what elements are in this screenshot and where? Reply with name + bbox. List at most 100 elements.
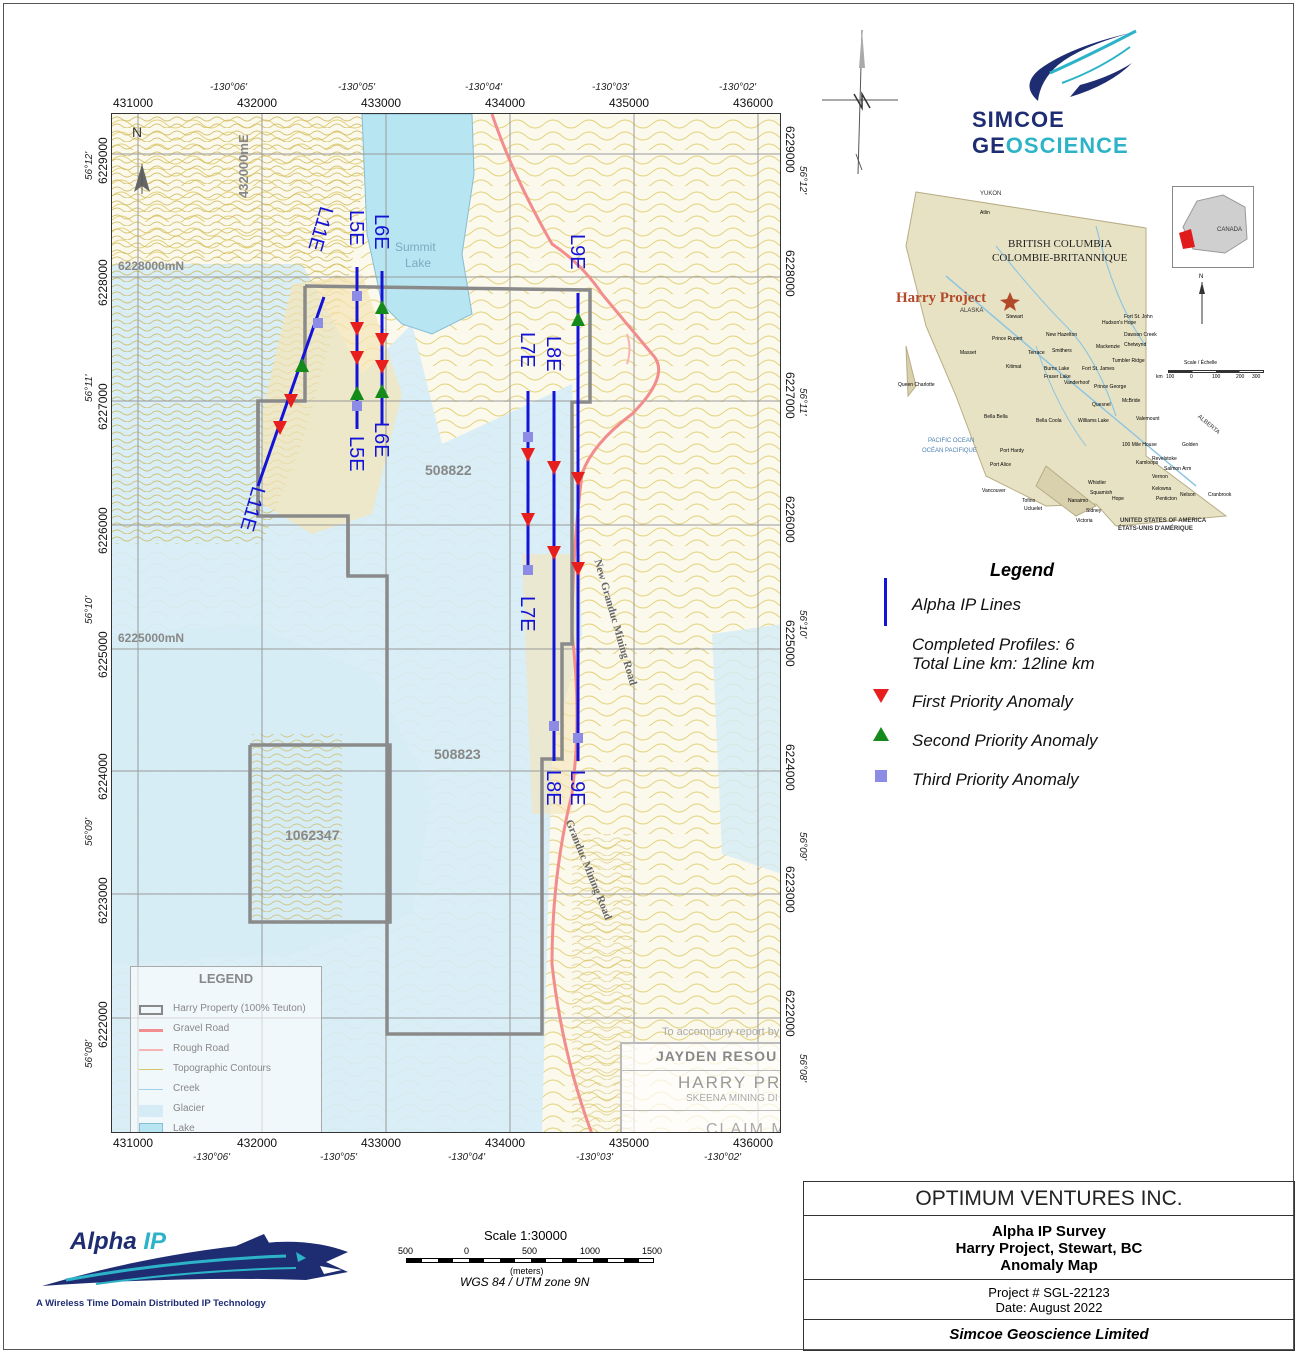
town-label: Prince George: [1094, 384, 1127, 390]
legend-text: Harry Property (100% Teuton): [173, 1003, 306, 1014]
legend-text: Rough Road: [173, 1043, 230, 1054]
company-name: SIMCOE GEOSCIENCE: [972, 107, 1129, 158]
town-label: Chetwynd: [1124, 342, 1147, 348]
scale-tick: 1500: [642, 1246, 663, 1256]
town-label: Cranbrook: [1208, 492, 1232, 498]
town-label: Stewart: [1006, 314, 1023, 320]
project-info: Project # SGL-22123 Date: August 2022: [804, 1280, 1294, 1320]
legend-swatch-glacier: [139, 1105, 163, 1117]
inset-scale-tick: 200: [1236, 374, 1245, 380]
latitude-label: 56°10': [84, 595, 95, 624]
faded-text: HARRY PR: [678, 1073, 781, 1092]
latitude-label: 56°12': [797, 166, 808, 195]
scale-tick: 1000: [580, 1246, 601, 1256]
line-label-l6e-bottom: L6E: [370, 422, 392, 458]
easting-label: 433000: [361, 96, 402, 110]
first-priority-icon: [873, 689, 889, 703]
scale-tick: 500: [398, 1246, 414, 1256]
town-label: McBride: [1122, 398, 1141, 404]
legend-swatch-property: [139, 1005, 163, 1015]
main-map[interactable]: N 432000mE 6228000mN 6225000mN Summit La…: [111, 113, 781, 1133]
northing-label: 6226000: [783, 496, 797, 543]
legend-swatch-creek: [139, 1089, 163, 1090]
scale-tick: 500: [522, 1246, 538, 1256]
canada-inset-canvas: [1179, 194, 1248, 254]
longitude-label: -130°05': [320, 1152, 358, 1163]
line-label-l9e-top: L9E: [566, 234, 588, 270]
legend-line-label: Alpha IP Lines: [912, 595, 1021, 614]
scale-block: Scale 1:30000 500 0 500 1000 1500 (meter…: [398, 1226, 668, 1296]
slope-area: [262, 274, 402, 534]
longitude-label: -130°04': [465, 82, 503, 93]
town-label: 100 Mile House: [1122, 442, 1157, 448]
survey-title-line: Harry Project, Stewart, BC: [955, 1240, 1143, 1257]
northing-label: 6223000: [783, 866, 797, 913]
easting-label: 435000: [609, 96, 650, 110]
scale-bar: [406, 1258, 654, 1263]
easting-label: 436000: [733, 1136, 774, 1150]
town-label: Valemount: [1136, 416, 1160, 422]
latitude-label: 56°08': [84, 1039, 95, 1068]
town-label: Nelson: [1180, 492, 1196, 498]
scale-unit: (meters): [510, 1266, 544, 1276]
inset-north-arrow-icon: [1199, 282, 1205, 324]
legend-text: Glacier: [173, 1103, 205, 1114]
line-label-l5e-bottom: L5E: [345, 436, 367, 472]
town-label: Whistler: [1088, 480, 1107, 486]
location-map: Harry Project BRITISH COLUMBIA COLOMBIE-…: [896, 186, 1264, 536]
ip-line-l11e: [256, 296, 326, 487]
town-label: Prince Rupert: [992, 336, 1023, 342]
town-label: Victoria: [1076, 518, 1093, 524]
northing-label: 6228000: [96, 259, 110, 306]
northing-label: 6229000: [96, 137, 110, 184]
town-label: Kitimat: [1006, 364, 1022, 370]
inset-legend-title: LEGEND: [198, 971, 254, 986]
line-label-l7e-top: L7E: [516, 332, 538, 368]
lake-label-2: Lake: [405, 256, 432, 270]
simcoe-swoosh-icon: [1029, 29, 1137, 101]
inset-scale-unit: km: [1156, 374, 1163, 380]
legend-text: Gravel Road: [173, 1023, 230, 1034]
gravel-road: [490, 114, 661, 1132]
longitude-label: -130°05': [338, 82, 376, 93]
line-label-l8e-top: L8E: [542, 336, 564, 372]
longitude-label: -130°02': [704, 1152, 742, 1163]
northing-label: 6226000: [96, 507, 110, 554]
main-legend: Legend Alpha IP Lines Completed Profiles…: [873, 560, 1180, 800]
town-label: Sidney: [1086, 508, 1102, 514]
town-label: Nanaimo: [1068, 498, 1089, 504]
town-label: Port Alice: [990, 462, 1012, 468]
longitude-label: -130°03': [592, 82, 630, 93]
glacier-area: [712, 624, 780, 874]
canada-label: CANADA: [1217, 227, 1243, 233]
town-label: Golden: [1182, 442, 1199, 448]
easting-label: 432000: [237, 1136, 278, 1150]
line-label-l6e-top: L6E: [370, 214, 392, 250]
declination-arrow: [822, 29, 898, 175]
province-fr: COLOMBIE-BRITANNIQUE: [992, 252, 1128, 264]
report-note: To accompany report by: [662, 1026, 780, 1038]
northing-label: 6222000: [96, 1001, 110, 1048]
town-label: Revelstoke: [1152, 456, 1177, 462]
legend-swatch-rough: [139, 1049, 163, 1051]
easting-label: 435000: [609, 1136, 650, 1150]
inset-scale-label: Scale / Échelle: [1184, 360, 1218, 366]
slope-contours: [252, 734, 342, 924]
survey-title: Alpha IP Survey Harry Project, Stewart, …: [804, 1216, 1294, 1280]
town-label: Fort St. John: [1124, 314, 1153, 320]
pacific-label-fr: OCÉAN PACIFIQUE: [922, 448, 977, 454]
line-label-l5e-top: L5E: [345, 210, 367, 246]
second-priority-icon: [873, 727, 889, 741]
project-star-icon: [1000, 292, 1020, 311]
alpha-ip-logo: Alpha IP A Wireless Time Domain Distribu…: [36, 1222, 356, 1322]
faded-text: CLAIM M: [706, 1121, 781, 1133]
legend-second: Second Priority Anomaly: [912, 731, 1098, 750]
town-label: Fort St. James: [1082, 366, 1115, 372]
town-label: Queen Charlotte: [898, 382, 935, 388]
inset-legend: LEGEND Harry Property (100% Teuton) Grav…: [130, 966, 322, 1132]
legend-third: Third Priority Anomaly: [912, 770, 1079, 789]
rough-road: [626, 333, 631, 365]
legend-swatch-lake: [139, 1123, 163, 1132]
latitude-label: 56°10': [797, 610, 808, 639]
legend-title: Legend: [990, 560, 1055, 580]
